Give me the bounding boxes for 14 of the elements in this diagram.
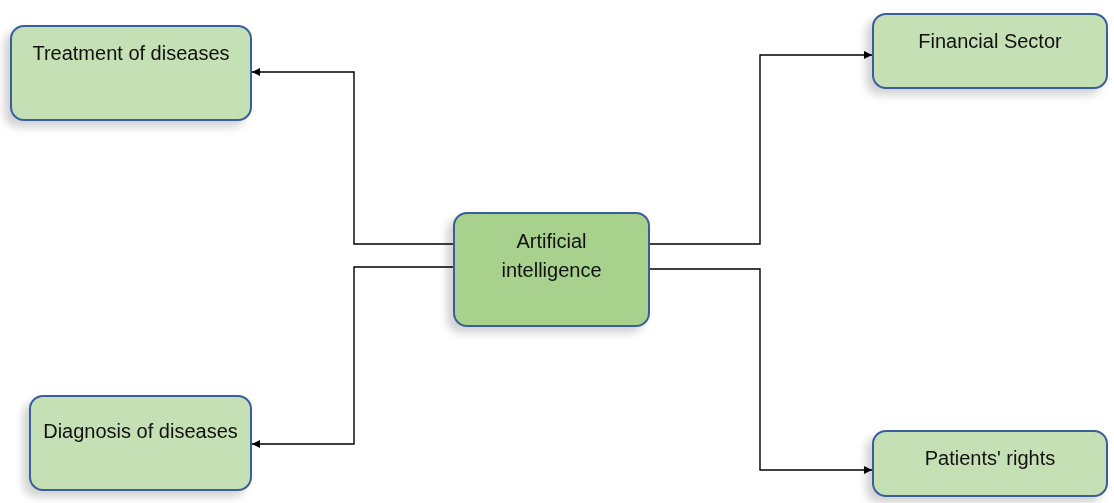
process-box bbox=[10, 25, 252, 121]
box-label: Patients' rights bbox=[923, 446, 1057, 471]
process-box bbox=[872, 13, 1108, 89]
arrow bbox=[649, 268, 873, 474]
box-label: Diagnosis of diseases bbox=[42, 419, 239, 444]
process-box bbox=[872, 430, 1108, 497]
arrow bbox=[251, 266, 454, 448]
box-label: Treatment of diseases bbox=[31, 41, 231, 66]
process-box bbox=[29, 395, 252, 491]
arrow bbox=[649, 51, 873, 245]
box-label: Artificial intelligence bbox=[500, 229, 603, 283]
arrow bbox=[251, 68, 454, 245]
box-label: Financial Sector bbox=[917, 29, 1063, 54]
process-box bbox=[453, 212, 650, 327]
